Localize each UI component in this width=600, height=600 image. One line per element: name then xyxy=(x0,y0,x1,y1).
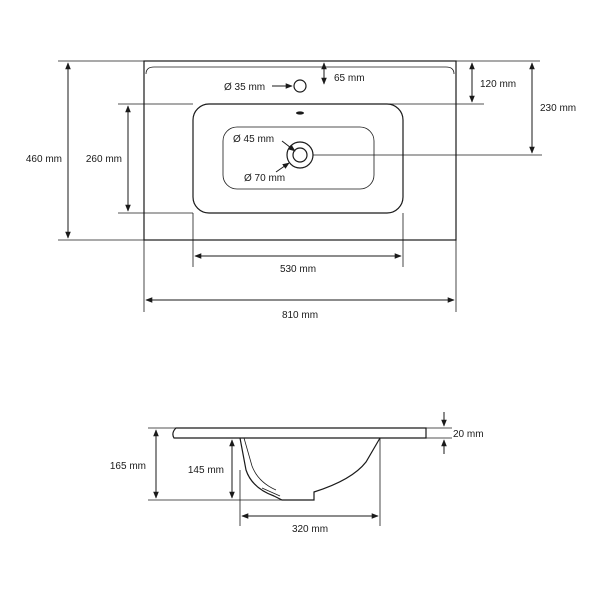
tap-hole xyxy=(293,79,307,93)
inner-basin-outline xyxy=(222,126,375,190)
slab-profile xyxy=(172,427,427,439)
width-label: 810 mm xyxy=(282,310,318,321)
slab-thickness-label: 20 mm xyxy=(453,429,484,440)
bowl-width-label: 530 mm xyxy=(280,264,316,275)
basin-outline xyxy=(143,60,457,241)
overflow-slot xyxy=(296,111,304,115)
bowl-inner-profile xyxy=(243,437,277,491)
drain-outer xyxy=(286,141,314,169)
bowl-base-width-label: 320 mm xyxy=(292,524,328,535)
rear-rim xyxy=(145,66,455,75)
depth-label: 460 mm xyxy=(26,154,62,165)
tap-hole-label: Ø 35 mm xyxy=(224,82,265,93)
total-height-label: 165 mm xyxy=(110,461,146,472)
bowl-outline xyxy=(192,103,404,214)
tap-distance-label: 120 mm xyxy=(480,79,516,90)
bowl-height-label: 145 mm xyxy=(188,465,224,476)
drain-inner-leader xyxy=(281,140,296,152)
top-view: 810 mm 530 mm 460 mm 260 mm 120 mm 230 m… xyxy=(26,60,576,321)
drain-distance-label: 230 mm xyxy=(540,103,576,114)
tap-offset-label: 65 mm xyxy=(334,73,365,84)
bowl-depth-label: 260 mm xyxy=(86,154,122,165)
side-view: 165 mm 145 mm 20 mm 320 mm xyxy=(110,412,484,535)
drain-outer-label: Ø 70 mm xyxy=(244,173,285,184)
drain-inner-label: Ø 45 mm xyxy=(233,134,274,145)
drain-inner xyxy=(292,147,308,163)
bowl-outer-profile xyxy=(239,437,381,501)
drain-profile xyxy=(261,487,281,497)
drain-outer-leader xyxy=(275,162,290,173)
